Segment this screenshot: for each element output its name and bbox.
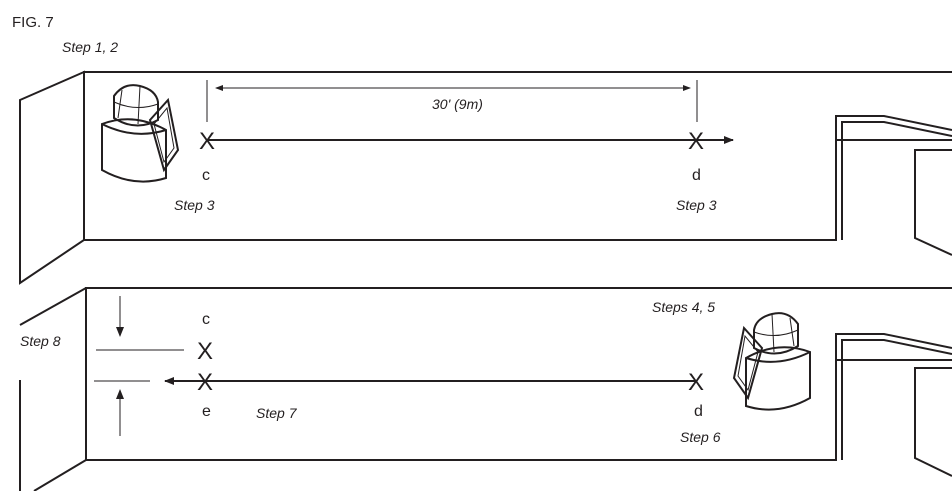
top-panel: Step 1, 2 30' (9m) X X c d Step 3 Step 3 <box>19 39 952 285</box>
step-8-label: Step 8 <box>20 333 61 349</box>
distance-label: 30' (9m) <box>432 96 483 112</box>
bottom-left-side-wall-lower <box>33 459 87 491</box>
step-7-label: Step 7 <box>256 405 298 421</box>
step-6-label: Step 6 <box>680 429 721 445</box>
bottom-panel: Steps 4, 5 Step 8 Step 7 Step 6 c X X e … <box>19 287 952 491</box>
bottom-marker-c-label: c <box>202 311 210 328</box>
top-marker-d-step: Step 3 <box>676 197 717 213</box>
bottom-left-side-wall <box>19 287 87 326</box>
top-door-frame-inner <box>841 121 952 240</box>
top-x-marker-d: X <box>688 128 704 155</box>
bottom-right-side-wall <box>914 367 952 477</box>
top-front-wall <box>84 139 952 241</box>
top-step-label: Step 1, 2 <box>62 39 118 55</box>
top-marker-d-label: d <box>692 167 701 184</box>
bottom-back-wall <box>85 287 952 460</box>
bottom-x-marker-d: X <box>688 369 704 396</box>
bottom-front-wall <box>86 359 952 461</box>
top-marker-c-label: c <box>202 167 210 184</box>
top-x-marker-c: X <box>199 128 215 155</box>
bottom-door-frame-outer <box>835 333 952 460</box>
top-marker-c-step: Step 3 <box>174 197 215 213</box>
bottom-door-frame-inner <box>841 339 952 460</box>
bottom-x-marker-e: X <box>197 369 213 396</box>
top-left-side-wall <box>19 70 85 285</box>
figure-title: FIG. 7 <box>12 14 54 31</box>
bottom-marker-e-label: e <box>202 403 211 420</box>
robot-device-bottom <box>732 312 811 411</box>
bottom-marker-d-label: d <box>694 403 703 420</box>
top-right-side-wall <box>914 149 952 256</box>
bottom-x-marker-c: X <box>197 338 213 365</box>
top-back-wall <box>83 71 952 240</box>
robot-device-top <box>101 84 180 183</box>
top-door-frame-outer <box>835 115 952 240</box>
steps-4-5-label: Steps 4, 5 <box>652 299 715 315</box>
